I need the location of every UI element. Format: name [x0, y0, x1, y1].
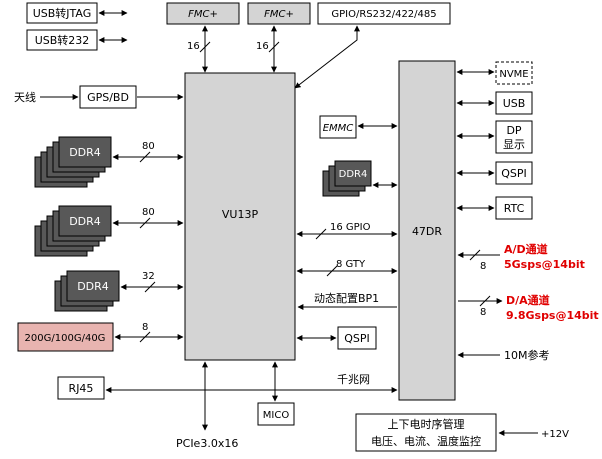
gty-bus-label: 8 GTY [336, 259, 366, 270]
ddr4-a-bus-slash [139, 151, 151, 163]
usb-label: USB [503, 97, 526, 110]
usb-jtag-block: USB转JTAG [26, 2, 98, 24]
qspi-right-label: QSPI [501, 167, 527, 180]
ad-rate: 5Gsps@14bit [504, 258, 585, 271]
ad-width: 8 [480, 261, 486, 272]
r47dr-block: 47DR [398, 60, 456, 401]
da-rate: 9.8Gsps@14bit [506, 309, 599, 322]
gpio-bus-label: 16 GPIO [330, 222, 371, 233]
r47dr-label: 47DR [412, 225, 442, 238]
mico-label: MICO [263, 410, 290, 421]
gps-bd-label: GPS/BD [87, 91, 129, 104]
gpio-bus-slash [315, 228, 327, 240]
gps-bd-block: GPS/BD [79, 85, 137, 109]
power-mgmt-label-1: 上下电时序管理 [388, 417, 465, 431]
gpio-serial-link [294, 25, 360, 89]
usb-232-block: USB转232 [26, 29, 98, 51]
fmc1-width: 16 [187, 41, 200, 52]
da-width: 8 [480, 307, 486, 318]
power-mgmt-block: 上下电时序管理 电压、电流、温度监控 [355, 413, 497, 452]
nvme-block: NVME [495, 61, 533, 85]
fmc1-bus-slash [199, 41, 211, 53]
rtc-block: RTC [495, 196, 533, 220]
antenna-label: 天线 [14, 90, 36, 104]
dyn-config-label: 动态配置BP1 [314, 292, 379, 305]
gpio-serial-label: GPIO/RS232/422/485 [331, 9, 436, 20]
v12-label: +12V [541, 429, 569, 440]
ddr4-r-label: DDR4 [339, 169, 368, 180]
fmc-label-2: FMC+ [264, 9, 294, 20]
ddr4-a-width: 80 [142, 141, 155, 152]
vu13p-label: VU13P [222, 208, 259, 221]
dp-block: DP 显示 [495, 120, 533, 154]
fmc2-width: 16 [256, 41, 269, 52]
vu13p-block: VU13P [184, 72, 296, 361]
usb-jtag-label: USB转JTAG [33, 6, 92, 20]
ddr4-b-bus-slash [139, 217, 151, 229]
gty-bus-slash [326, 265, 338, 277]
qsfp-port-label: 200G/100G/40G [25, 333, 106, 344]
qsfp-port-bus-slash [139, 331, 151, 343]
rj45-block: RJ45 [57, 376, 105, 400]
rj45-label: RJ45 [69, 382, 94, 395]
da-title: D/A通道 [506, 293, 550, 307]
ddr4-b-width: 80 [142, 207, 155, 218]
ddr4-c-label: DDR4 [77, 280, 109, 293]
ad-title: A/D通道 [504, 242, 548, 256]
dp-label-1: DP [506, 124, 521, 137]
power-mgmt-label-2: 电压、电流、温度监控 [371, 434, 481, 448]
mico-block: MICO [257, 402, 295, 426]
emmc-block: EMMC [319, 115, 357, 139]
emmc-label: EMMC [323, 123, 354, 134]
fmc-label-1: FMC+ [188, 9, 218, 20]
ddr4-stack-r: DDR4 [322, 160, 372, 197]
usb-block: USB [495, 91, 533, 115]
fmc-block-1: FMC+ [166, 2, 240, 25]
ddr4-stack-c: DDR4 [54, 270, 120, 312]
ad-bus-slash [469, 249, 481, 261]
gpio-serial-block: GPIO/RS232/422/485 [317, 2, 451, 25]
ddr4-c-bus-slash [144, 281, 156, 293]
rtc-label: RTC [504, 202, 525, 215]
ref-clock-label: 10M参考 [504, 348, 550, 362]
fmc-block-2: FMC+ [247, 2, 311, 25]
ddr4-b-label: DDR4 [69, 215, 101, 228]
ddr4-stack-a: DDR4 [34, 136, 112, 188]
da-bus-slash [479, 295, 491, 307]
qspi-left-label: QSPI [344, 332, 370, 345]
fmc2-bus-slash [268, 41, 280, 53]
qsfp-port-width: 8 [142, 322, 148, 333]
qsfp-port-block: 200G/100G/40G [17, 322, 114, 352]
dp-label-2: 显示 [503, 138, 525, 151]
qspi-left-block: QSPI [337, 326, 377, 350]
nvme-label: NVME [499, 69, 528, 80]
gigabit-label: 千兆网 [337, 373, 370, 386]
qspi-right-block: QSPI [495, 161, 533, 185]
ddr4-c-width: 32 [142, 271, 155, 282]
usb-232-label: USB转232 [35, 33, 90, 47]
pcie-label: PCIe3.0x16 [176, 437, 238, 450]
ddr4-stack-b: DDR4 [34, 205, 112, 257]
ddr4-a-label: DDR4 [69, 146, 101, 159]
